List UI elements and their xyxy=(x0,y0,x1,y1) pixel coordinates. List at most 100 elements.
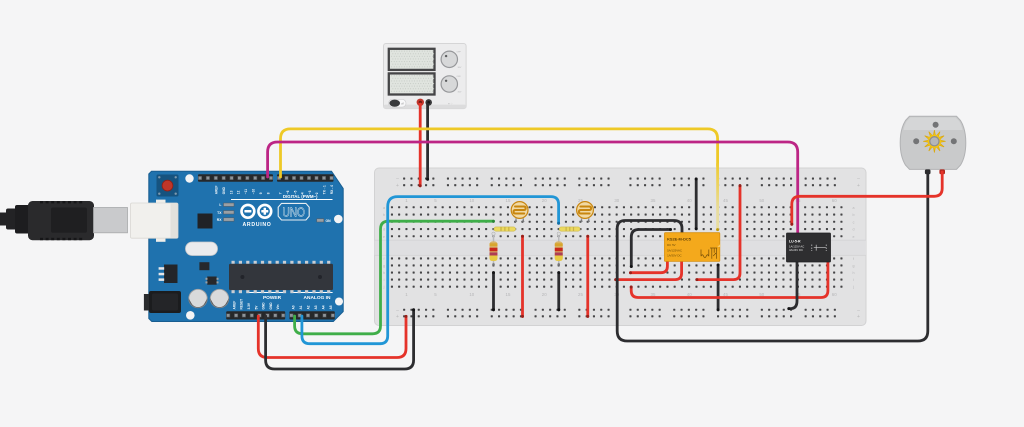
svg-text:Vin: Vin xyxy=(276,305,280,310)
svg-text:RX←0: RX←0 xyxy=(330,185,334,195)
svg-text:35: 35 xyxy=(651,198,656,203)
svg-text:2: 2 xyxy=(315,192,319,194)
svg-text:50: 50 xyxy=(759,198,764,203)
svg-text:60: 60 xyxy=(832,292,837,297)
svg-text:g: g xyxy=(853,264,855,268)
svg-text:TX: TX xyxy=(217,211,222,215)
svg-text:a: a xyxy=(853,206,855,210)
svg-text:GND: GND xyxy=(262,302,266,310)
svg-text:A3: A3 xyxy=(314,305,318,309)
svg-text:h: h xyxy=(853,271,855,275)
svg-text:e: e xyxy=(853,235,855,239)
svg-text:● ○: ● ○ xyxy=(448,102,453,106)
svg-text:AREF: AREF xyxy=(215,185,219,194)
svg-text:f: f xyxy=(853,257,854,261)
svg-text:e: e xyxy=(383,235,385,239)
svg-text:b: b xyxy=(383,213,385,217)
svg-text:13: 13 xyxy=(229,190,233,194)
svg-text:10: 10 xyxy=(469,198,474,203)
svg-text:d: d xyxy=(853,228,855,232)
svg-text:A2: A2 xyxy=(306,305,310,309)
svg-text:20: 20 xyxy=(542,292,547,297)
svg-text:b: b xyxy=(853,213,855,217)
svg-text:40: 40 xyxy=(687,198,692,203)
svg-text:15: 15 xyxy=(506,198,511,203)
svg-text:5: 5 xyxy=(434,292,437,297)
svg-text:45: 45 xyxy=(723,292,728,297)
svg-text:–: – xyxy=(857,176,860,182)
svg-text:50: 50 xyxy=(759,292,764,297)
svg-text:j: j xyxy=(852,285,854,289)
svg-text:+: + xyxy=(857,183,860,189)
svg-text:45: 45 xyxy=(723,198,728,203)
svg-text:40: 40 xyxy=(687,292,692,297)
svg-text:GND: GND xyxy=(222,186,226,194)
svg-text:–: – xyxy=(857,307,860,313)
svg-text:1A/30V DC: 1A/30V DC xyxy=(667,253,681,257)
svg-text:A5: A5 xyxy=(329,305,333,309)
svg-text:30: 30 xyxy=(614,198,619,203)
svg-text:A0: A0 xyxy=(291,305,295,309)
svg-text:c: c xyxy=(853,220,855,224)
svg-text:h: h xyxy=(383,271,385,275)
svg-text:20: 20 xyxy=(542,198,547,203)
svg-text:+: + xyxy=(396,314,399,320)
svg-text:1: 1 xyxy=(405,292,408,297)
svg-text:AREF: AREF xyxy=(232,301,236,310)
svg-text:RX: RX xyxy=(217,218,222,222)
svg-text:DC 5V: DC 5V xyxy=(667,243,676,247)
svg-text:+: + xyxy=(396,183,399,189)
svg-text:12: 12 xyxy=(237,190,241,194)
svg-text:~3: ~3 xyxy=(308,190,312,194)
svg-text:~11: ~11 xyxy=(244,189,248,194)
svg-text:DIGITAL (PWM~): DIGITAL (PWM~) xyxy=(283,194,318,199)
svg-text:OFF: OFF xyxy=(457,51,462,53)
svg-text:~10: ~10 xyxy=(252,189,256,195)
svg-text:4: 4 xyxy=(301,192,305,194)
svg-text:KS2E-M-DC5: KS2E-M-DC5 xyxy=(667,237,692,242)
svg-text:d: d xyxy=(383,228,385,232)
svg-text:5V: 5V xyxy=(254,305,258,310)
svg-text:1: 1 xyxy=(405,198,408,203)
svg-text:7: 7 xyxy=(279,192,283,194)
svg-text:L: L xyxy=(219,203,221,207)
svg-text:3A/24V DC: 3A/24V DC xyxy=(789,248,803,252)
svg-text:30V: 30V xyxy=(458,92,462,94)
svg-text:3.3V: 3.3V xyxy=(247,302,251,309)
svg-text:10: 10 xyxy=(469,292,474,297)
svg-text:a: a xyxy=(383,206,385,210)
svg-text:8: 8 xyxy=(266,192,270,194)
svg-text:f: f xyxy=(384,257,385,261)
svg-text:i: i xyxy=(853,278,854,282)
svg-text:30V: 30V xyxy=(458,67,462,69)
svg-text:1A/125V AC: 1A/125V AC xyxy=(789,244,804,248)
svg-text:5: 5 xyxy=(434,198,437,203)
svg-text:25: 25 xyxy=(578,198,583,203)
svg-text:–: – xyxy=(396,307,399,313)
svg-text:POWER: POWER xyxy=(263,295,282,301)
svg-text:5A/125VAC: 5A/125VAC xyxy=(667,248,682,252)
svg-text:25: 25 xyxy=(578,292,583,297)
svg-text:RESET: RESET xyxy=(240,299,244,310)
svg-text:ANALOG IN: ANALOG IN xyxy=(304,295,331,301)
svg-text:–: – xyxy=(396,176,399,182)
svg-text:A1: A1 xyxy=(299,305,303,309)
svg-text:TX→1: TX→1 xyxy=(323,185,327,194)
svg-text:+: + xyxy=(857,314,860,320)
svg-text:LU-5-R: LU-5-R xyxy=(789,239,801,243)
svg-text:i: i xyxy=(384,278,385,282)
svg-text:j: j xyxy=(383,285,385,289)
svg-text:~6: ~6 xyxy=(286,190,290,194)
svg-text:60: 60 xyxy=(832,198,837,203)
svg-text:9: 9 xyxy=(259,192,263,194)
svg-text:ARDUINO: ARDUINO xyxy=(242,222,271,228)
svg-text:OFF: OFF xyxy=(457,76,462,78)
svg-text:15: 15 xyxy=(506,292,511,297)
svg-text:off: off xyxy=(401,102,404,106)
svg-text:A4: A4 xyxy=(321,305,325,309)
svg-text:GND: GND xyxy=(269,302,273,310)
svg-text:UNO: UNO xyxy=(282,206,305,220)
svg-text:ON: ON xyxy=(326,219,332,223)
svg-text:~5: ~5 xyxy=(293,190,297,194)
svg-text:g: g xyxy=(383,264,385,268)
